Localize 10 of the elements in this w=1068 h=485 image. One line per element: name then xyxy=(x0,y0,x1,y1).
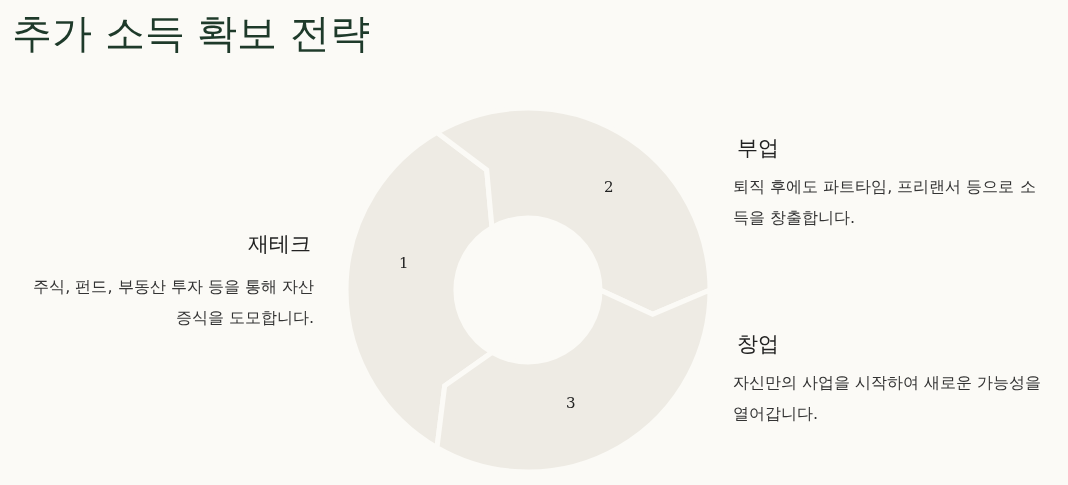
step-heading: 재테크 xyxy=(248,231,311,258)
step-number: 3 xyxy=(566,394,576,412)
step-heading: 부업 xyxy=(737,135,779,162)
step-description: 주식, 펀드, 부동산 투자 등을 통해 자산 증식을 도모합니다. xyxy=(32,276,314,329)
step-description: 자신만의 사업을 시작하여 새로운 가능성을 열어갑니다. xyxy=(733,372,1043,425)
step-number: 1 xyxy=(399,254,409,272)
step-description: 퇴직 후에도 파트타임, 프리랜서 등으로 소득을 창출합니다. xyxy=(733,176,1037,229)
diagram-title: 추가 소득 확보 전략 xyxy=(12,9,371,58)
step-number: 2 xyxy=(604,178,614,196)
step-heading: 창업 xyxy=(737,331,779,358)
